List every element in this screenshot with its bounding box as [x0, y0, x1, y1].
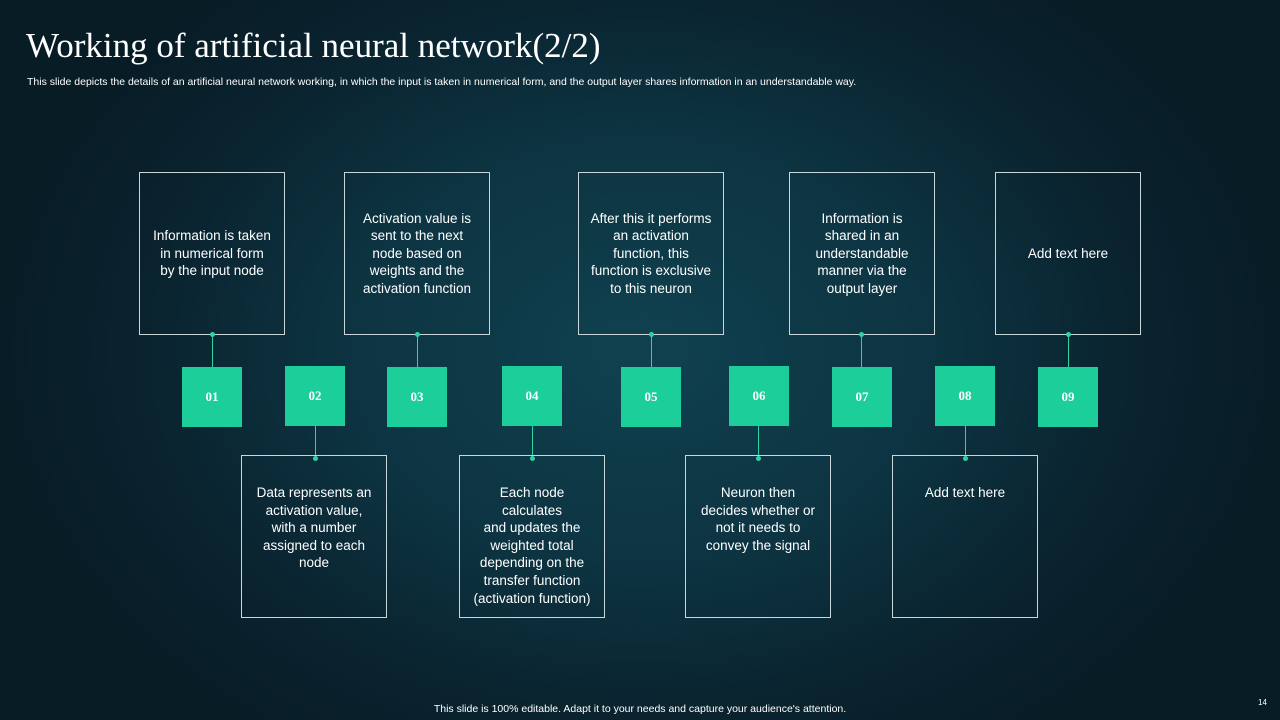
step-4-text: Each node calculates and updates the wei…: [473, 485, 591, 606]
step-9-box: Add text here: [995, 172, 1141, 335]
step-4-number-badge: 04: [502, 366, 562, 426]
step-3-text: Activation value is sent to the next nod…: [362, 210, 472, 296]
step-3-connector-dot: [415, 332, 420, 337]
slide-title: Working of artificial neural network(2/2…: [26, 26, 601, 65]
step-9-text: Add text here: [1027, 245, 1109, 261]
step-8-connector-line: [965, 426, 966, 458]
step-6-text: Neuron then decides whether or not it ne…: [700, 485, 816, 553]
step-6-connector-line: [758, 426, 759, 458]
step-7-box: Information is shared in an understandab…: [789, 172, 935, 335]
step-2-connector-line: [315, 426, 316, 458]
step-8-box: Add text here: [892, 455, 1038, 618]
step-9-connector-line: [1068, 335, 1069, 367]
step-9-number-badge: 09: [1038, 367, 1098, 427]
step-2-box: Data represents an activation value, wit…: [241, 455, 387, 618]
step-3-connector-line: [417, 335, 418, 367]
step-9-connector-dot: [1066, 332, 1071, 337]
page-number: 14: [1258, 698, 1267, 707]
step-3-number-badge: 03: [387, 367, 447, 427]
step-1-text: Information is taken in numerical form b…: [153, 228, 271, 279]
step-2-text: Data represents an activation value, wit…: [256, 485, 372, 571]
step-2-connector-dot: [313, 456, 318, 461]
step-7-number-badge: 07: [832, 367, 892, 427]
step-5-connector-line: [651, 335, 652, 367]
slide-footer: This slide is 100% editable. Adapt it to…: [433, 703, 847, 715]
step-5-text: After this it performs an activation fun…: [590, 210, 712, 296]
step-7-connector-line: [861, 335, 862, 367]
step-6-box: Neuron then decides whether or not it ne…: [685, 455, 831, 618]
step-6-connector-dot: [756, 456, 761, 461]
step-1-number-badge: 01: [182, 367, 242, 427]
step-4-connector-dot: [530, 456, 535, 461]
step-2-number-badge: 02: [285, 366, 345, 426]
step-8-number-badge: 08: [935, 366, 995, 426]
step-3-box: Activation value is sent to the next nod…: [344, 172, 490, 335]
step-7-text: Information is shared in an understandab…: [815, 210, 909, 296]
step-7-connector-dot: [859, 332, 864, 337]
step-4-connector-line: [532, 426, 533, 458]
step-8-connector-dot: [963, 456, 968, 461]
step-6-number-badge: 06: [729, 366, 789, 426]
step-5-number-badge: 05: [621, 367, 681, 427]
slide-subtitle: This slide depicts the details of an art…: [27, 76, 857, 88]
step-4-box: Each node calculates and updates the wei…: [459, 455, 605, 618]
step-1-connector-line: [212, 335, 213, 367]
step-1-connector-dot: [210, 332, 215, 337]
step-5-connector-dot: [649, 332, 654, 337]
step-5-box: After this it performs an activation fun…: [578, 172, 724, 335]
step-8-text: Add text here: [924, 485, 1006, 500]
step-1-box: Information is taken in numerical form b…: [139, 172, 285, 335]
